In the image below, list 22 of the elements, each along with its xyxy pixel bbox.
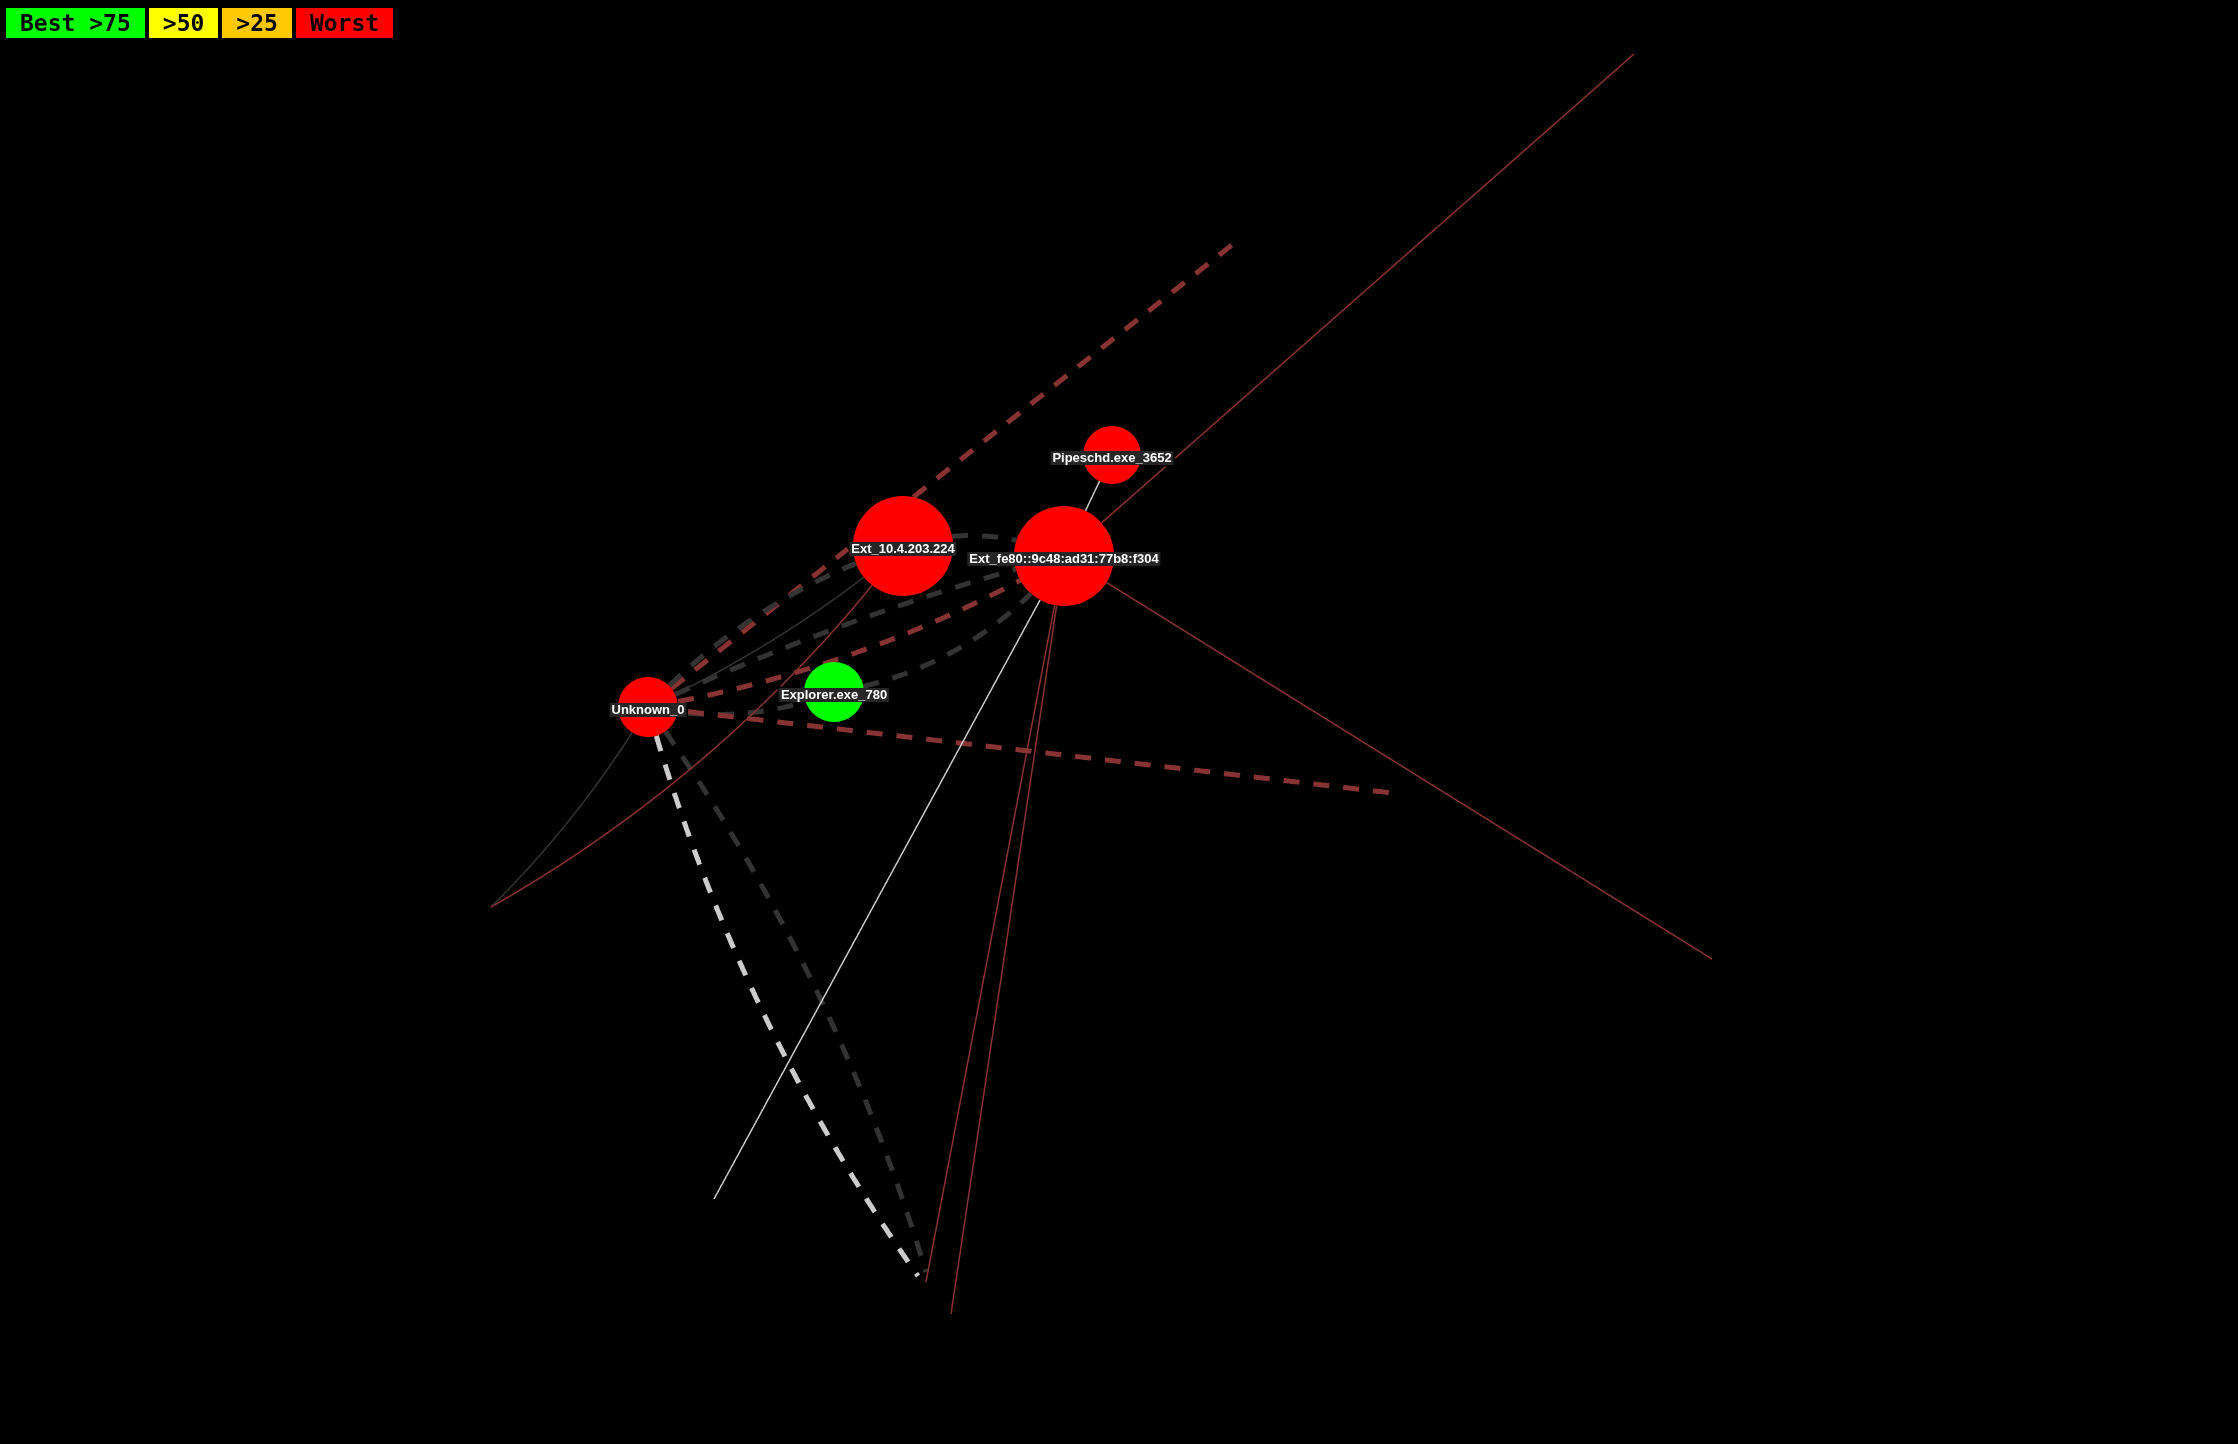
dashed-link-line xyxy=(677,578,1023,704)
legend-key: >50 xyxy=(148,8,219,38)
link-line xyxy=(490,731,633,908)
link-line xyxy=(490,584,873,908)
dashed-link-line xyxy=(667,561,859,688)
link-line xyxy=(1105,581,1713,960)
node-label: Explorer.exe_780 xyxy=(778,688,890,702)
node-label: Ext_fe80::9c48:ad31:77b8:f304 xyxy=(967,552,1161,566)
link-line xyxy=(925,604,1056,1283)
node-label: Ext_10.4.203.224 xyxy=(849,542,957,556)
link-line xyxy=(1100,53,1635,524)
dashed-link-line xyxy=(674,566,1018,697)
link-line xyxy=(1084,480,1101,512)
node-label: Pipeschd.exe_3652 xyxy=(1050,451,1174,465)
dashed-link-line xyxy=(862,591,1033,689)
node-label: Unknown_0 xyxy=(609,703,687,717)
legend-key: Best >75 xyxy=(6,8,145,38)
link-line xyxy=(713,599,1041,1200)
link-line xyxy=(950,604,1058,1315)
dashed-link-line xyxy=(951,533,1019,543)
legend-key: Worst xyxy=(295,8,394,38)
legend-key: >25 xyxy=(222,8,292,38)
